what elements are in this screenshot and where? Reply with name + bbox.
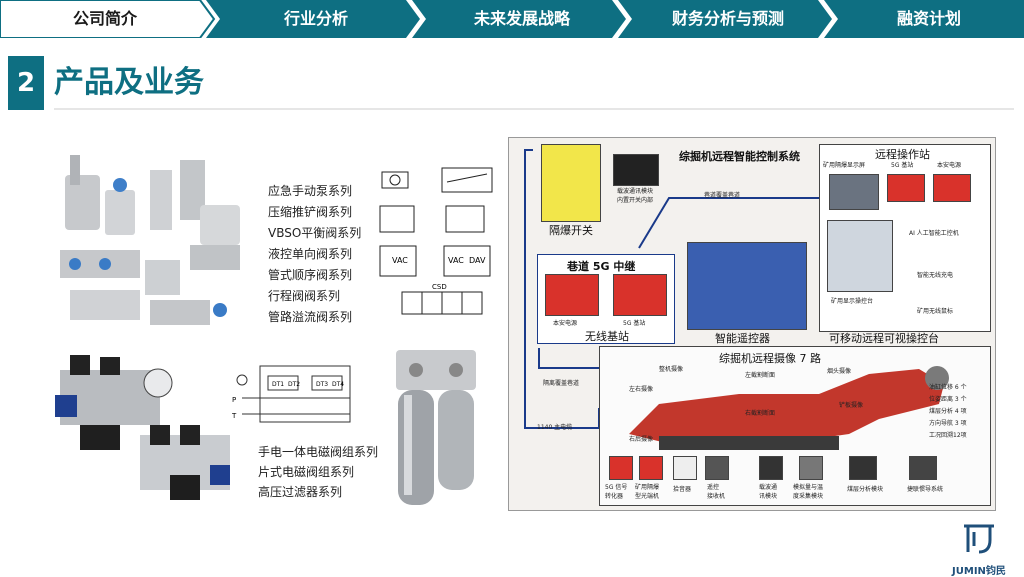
- roadway-cover-label: 巷道覆盖巷道: [704, 192, 741, 199]
- bottom-device-0: [609, 456, 633, 480]
- sensor-3: 方向导航 3 项: [929, 420, 967, 427]
- tab-future-strategy[interactable]: 未来发展战略: [473, 9, 570, 28]
- bottom-label-7: 捷联惯导系统: [907, 486, 944, 493]
- remote-power-device: [933, 174, 971, 202]
- carrier-module-label: 载波通讯模块 内置开关内部: [617, 188, 654, 204]
- camera-title: 综掘机远程摄像 7 路: [719, 352, 821, 365]
- relay-base-station-device: [613, 274, 667, 316]
- valve-series-4: 管式顺序阀系列: [268, 268, 353, 282]
- remote-item-2: 本安电源: [937, 162, 962, 169]
- remote-console-device: [827, 220, 893, 292]
- svg-text:DT4: DT4: [332, 381, 344, 388]
- remote-item-5: 矿用显示操控台: [831, 298, 874, 305]
- bottom-device-6: [849, 456, 877, 480]
- sensor-2: 煤层分析 4 项: [929, 408, 967, 415]
- bottom-label-5: 模拟量与温 度采集模块: [793, 484, 824, 500]
- solenoid-series-0: 手电一体电磁阀组系列: [258, 445, 379, 459]
- relay-power-device: [545, 274, 599, 316]
- svg-text:P: P: [232, 396, 236, 404]
- smart-controller-device: [687, 242, 807, 330]
- solenoid-valve-photo: [40, 335, 245, 515]
- symbol-vac-right: VAC: [448, 256, 464, 265]
- camera-6: 右后摄像: [629, 436, 654, 443]
- camera-1: 左右摄像: [629, 386, 654, 393]
- valve-series-1: 压缩推铲阀系列: [268, 205, 353, 219]
- svg-text:DT1: DT1: [272, 381, 284, 388]
- camera-0: 整机摄像: [659, 366, 684, 373]
- relay-title: 巷道 5G 中继: [567, 260, 636, 273]
- bottom-label-1: 矿用隔爆 型光端机: [635, 484, 660, 500]
- cable-label: 1140 主电缆: [537, 424, 573, 431]
- controller-label: 智能遥控器: [715, 332, 770, 345]
- roadway-cover2-label: 隔离覆盖巷道: [543, 380, 580, 387]
- bottom-label-2: 拾音器: [673, 486, 692, 493]
- remote-caption: 可移动远程可视操控台: [829, 332, 939, 345]
- remote-item-4: 智能无线充电: [917, 272, 954, 279]
- tab-industry-analysis[interactable]: 行业分析: [283, 9, 348, 28]
- solenoid-circuit-diagram: DT1 DT2 DT3 DT4 PT: [232, 365, 351, 423]
- svg-text:T: T: [232, 412, 237, 420]
- relay-caption: 无线基站: [585, 330, 629, 343]
- relay-item-1: 5G 基站: [623, 320, 646, 327]
- tab-company-intro[interactable]: 公司简介: [72, 9, 137, 28]
- isolation-switch-device: [541, 144, 601, 222]
- remote-item-3: AI 人工智能工控机: [909, 230, 959, 237]
- remote-title: 远程操作站: [875, 148, 930, 161]
- camera-5: 右截割断面: [745, 410, 776, 417]
- bottom-label-4: 载波通 讯模块: [759, 484, 778, 500]
- bottom-device-1: [639, 456, 663, 480]
- logo-text: JUMIN钧民: [952, 566, 1006, 577]
- bottom-label-3: 遥控 接收机: [707, 484, 726, 500]
- svg-text:DT2: DT2: [288, 381, 300, 388]
- top-nav: 公司简介 行业分析 未来发展战略 财务分析与预测 融资计划: [0, 0, 1024, 38]
- valve-series-6: 管路溢流阀系列: [268, 310, 353, 324]
- nav-background: [0, 0, 1024, 38]
- camera-3: 烟头摄像: [827, 368, 852, 375]
- symbol-dav: DAV: [469, 256, 486, 265]
- bottom-device-4: [759, 456, 783, 480]
- valve-series-5: 行程阀阀系列: [268, 289, 341, 303]
- bottom-device-2: [673, 456, 697, 480]
- symbol-csd: CSD: [432, 283, 447, 291]
- camera-2: 左截割断面: [745, 372, 776, 379]
- tab-financing-plan[interactable]: 融资计划: [896, 9, 961, 28]
- remote-control-system-diagram: 综掘机远程智能控制系统 隔爆开关 载波通讯模块 内置开关内部 巷道覆盖巷道 巷道…: [508, 137, 996, 511]
- bottom-device-7: [909, 456, 937, 480]
- page-title: 产品及业务: [54, 65, 204, 100]
- relay-item-0: 本安电源: [553, 320, 578, 327]
- camera-4: 铲板摄像: [839, 402, 864, 409]
- bottom-label-0: 5G 信号 转化器: [605, 484, 628, 500]
- remote-item-1: 5G 基站: [891, 162, 914, 169]
- logo-mark-icon: [964, 524, 994, 554]
- valve-series-0: 应急手动泵系列: [268, 184, 353, 198]
- bottom-device-3: [705, 456, 729, 480]
- high-pressure-filter-photo: [396, 350, 476, 505]
- carrier-module-device: [613, 154, 659, 186]
- remote-5g-device: [887, 174, 925, 202]
- solenoid-series-1: 片式电磁阀组系列: [258, 465, 355, 479]
- valve-series-3: 液控单向阀系列: [268, 247, 353, 261]
- remote-item-0: 矿用隔爆显示屏: [823, 162, 866, 169]
- svg-text:DT3: DT3: [316, 381, 328, 388]
- bottom-label-6: 煤层分析模块: [847, 486, 884, 493]
- sensor-1: 位姿距离 3 个: [929, 396, 967, 403]
- roadheader-machine: [629, 366, 949, 450]
- hydraulic-symbols-diagram: VAC VAC DAV CSD: [379, 167, 493, 315]
- valve-products-photo: [50, 150, 250, 330]
- bottom-device-5: [799, 456, 823, 480]
- remote-display-device: [829, 174, 879, 210]
- remote-item-6: 矿用无线鼠标: [917, 308, 954, 315]
- tab-financial-analysis[interactable]: 财务分析与预测: [671, 9, 784, 28]
- isolation-switch-label: 隔爆开关: [549, 224, 593, 237]
- title-divider: [54, 108, 1014, 110]
- section-number: 2: [8, 56, 44, 110]
- sensor-0: 油缸位移 6 个: [929, 384, 967, 391]
- solenoid-series-2: 高压过滤器系列: [258, 485, 343, 499]
- company-logo: JUMIN钧民: [944, 522, 1014, 577]
- valve-series-2: VBSO平衡阀系列: [268, 226, 362, 240]
- symbol-vac-left: VAC: [392, 256, 408, 265]
- sensor-4: 工况回溯12项: [929, 432, 967, 439]
- diagram-title: 综掘机远程智能控制系统: [679, 150, 800, 163]
